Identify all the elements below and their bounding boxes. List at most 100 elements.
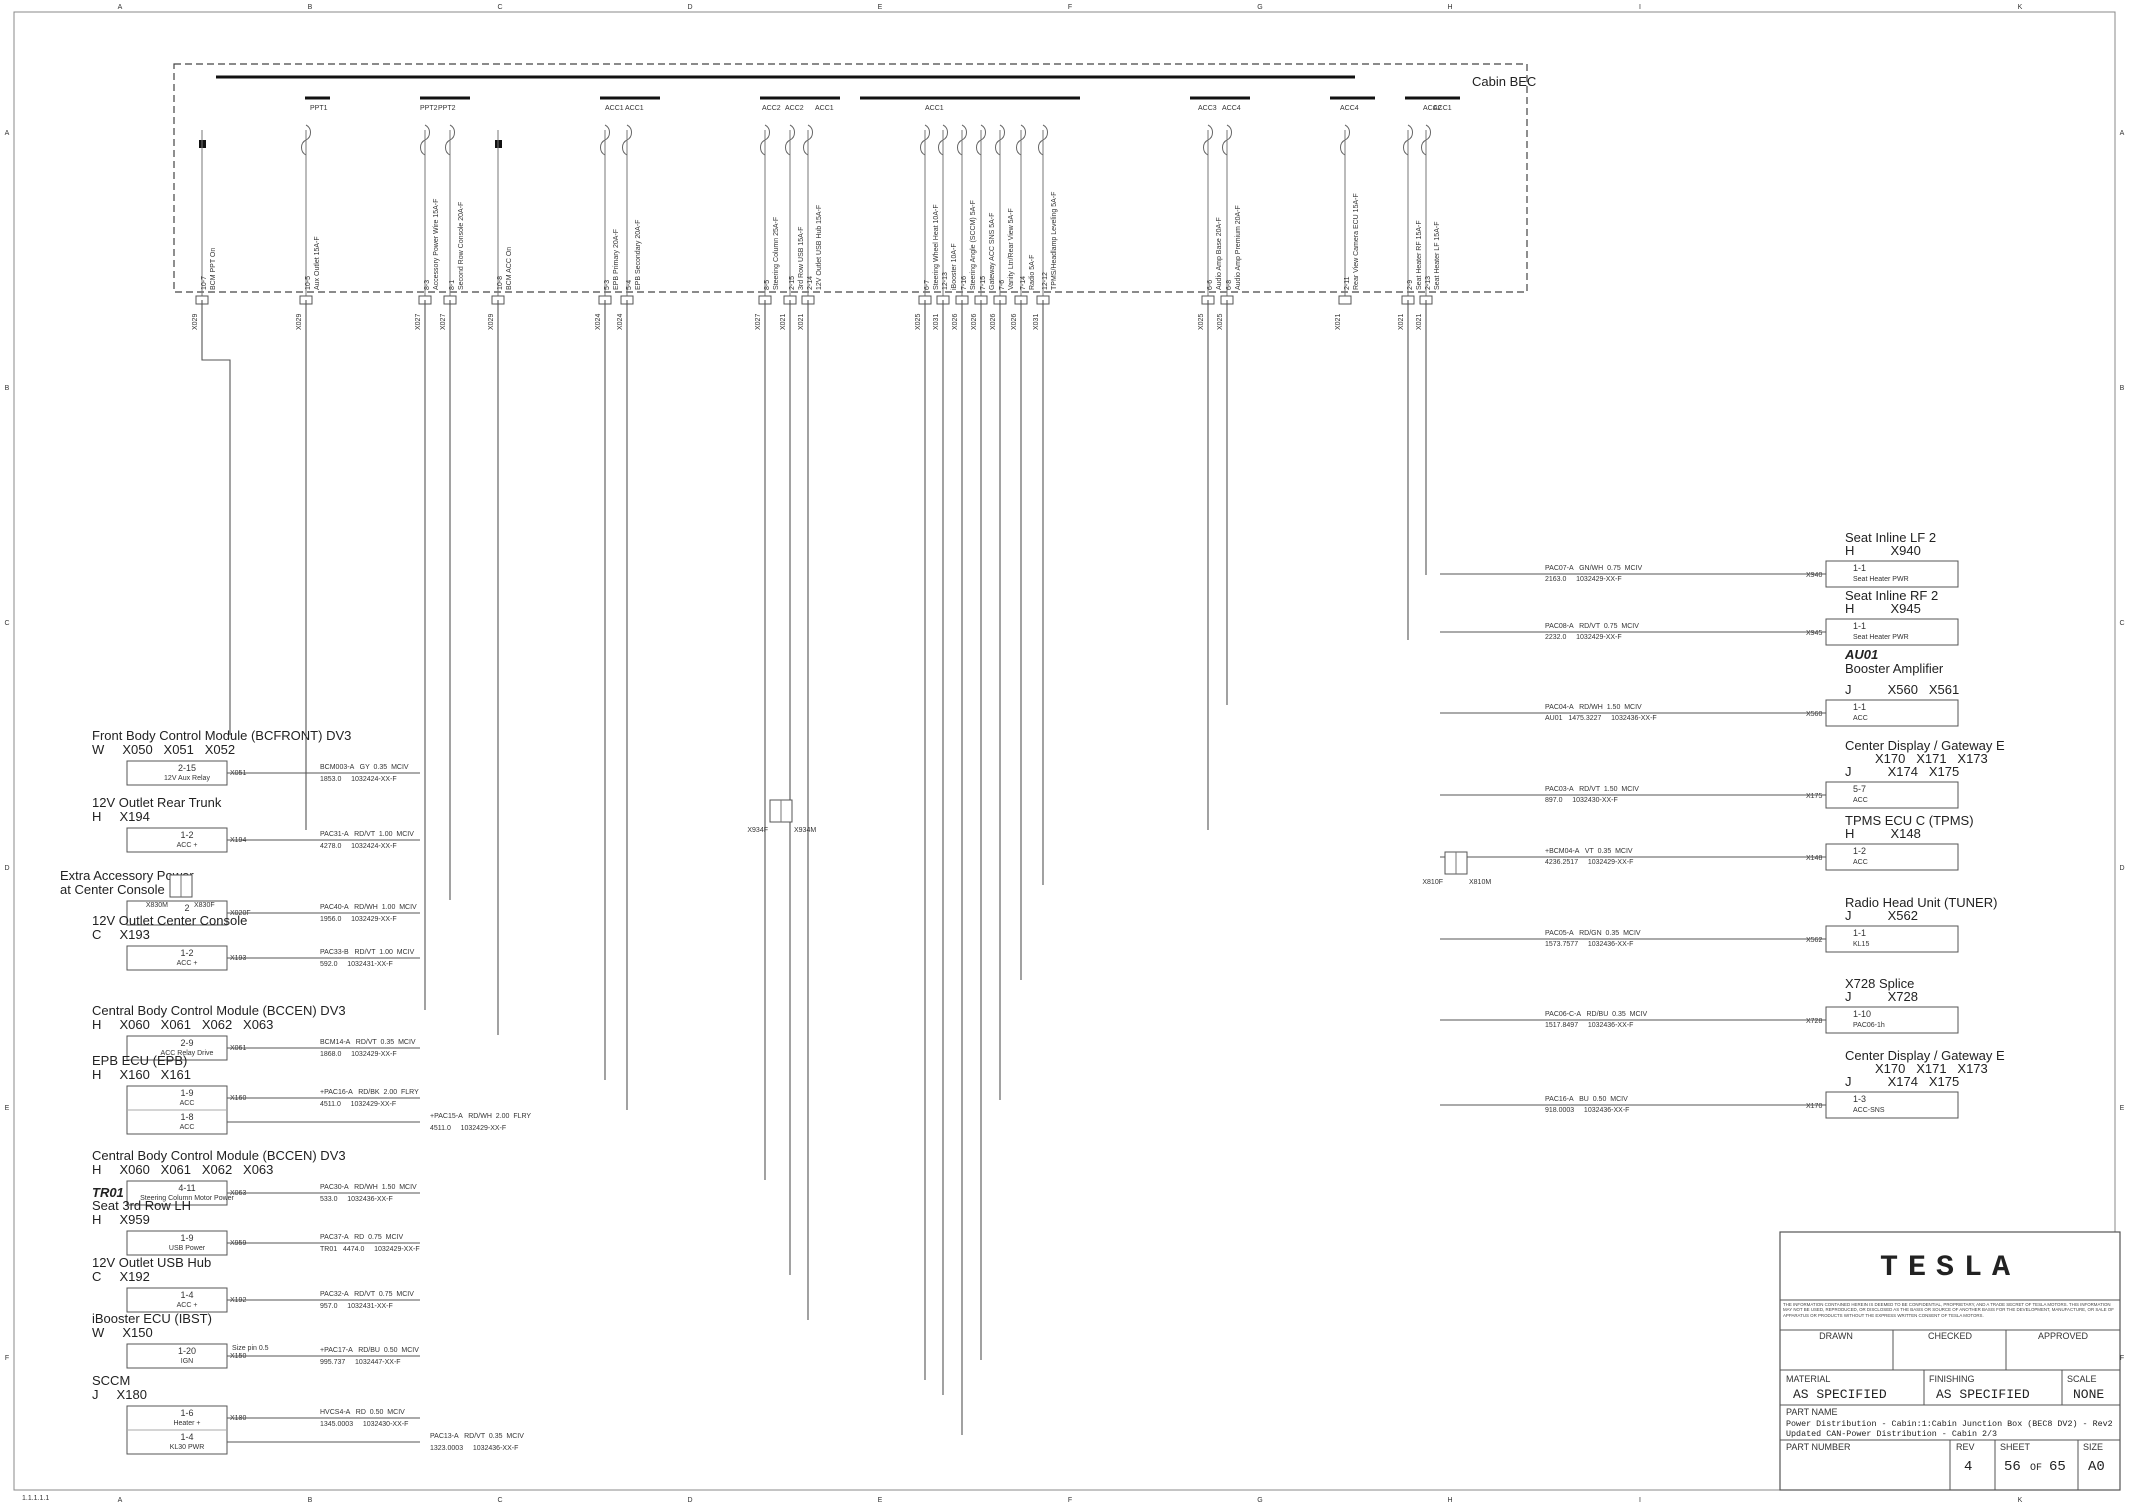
bus-label: ACC4 bbox=[1222, 105, 1241, 112]
drawn-label: DRAWN bbox=[1819, 1331, 1853, 1341]
border-row-label: C bbox=[2119, 620, 2124, 627]
component-title: Booster Amplifier bbox=[1845, 661, 1944, 676]
fuse-connector-code: X021 bbox=[798, 314, 805, 330]
pin-label: USB Power bbox=[169, 1245, 206, 1252]
wire-spec: BCM14-A RD/VT 0.35 MCIV bbox=[320, 1039, 416, 1046]
component-code: TR01 bbox=[92, 1185, 124, 1200]
border-col-label: E bbox=[878, 4, 883, 11]
connector-code: X728 bbox=[1806, 1018, 1822, 1025]
border-row-label: E bbox=[5, 1105, 10, 1112]
part-number-label: PART NUMBER bbox=[1786, 1442, 1851, 1452]
border-row-label: F bbox=[2120, 1355, 2124, 1362]
border-row-label: A bbox=[5, 130, 10, 137]
border-col-label: F bbox=[1068, 1497, 1072, 1504]
pin-number: 1-1 bbox=[1853, 928, 1866, 938]
fuse-connector-code: X021 bbox=[1335, 314, 1342, 330]
component-connectors: J X562 bbox=[1845, 908, 1918, 923]
fuse-id: 6-8 bbox=[1226, 280, 1233, 290]
pin-label: ACC bbox=[1853, 715, 1868, 722]
component-title: X728 Splice bbox=[1845, 976, 1914, 991]
wire-length: 1853.0 1032424-XX-F bbox=[320, 776, 397, 783]
pin-label: ACC + bbox=[177, 842, 198, 849]
component-title: Front Body Control Module (BCFRONT) DV3 bbox=[92, 728, 351, 743]
fuse-id: 10-7 bbox=[201, 276, 208, 290]
wire-spec: PAC32-A RD/VT 0.75 MCIV bbox=[320, 1291, 414, 1298]
rev-value: 4 bbox=[1964, 1459, 1972, 1475]
wire-spec: PAC04-A RD/WH 1.50 MCIV bbox=[1545, 704, 1642, 711]
bus-label: ACC1 bbox=[815, 105, 834, 112]
fuse-name: Audio Amp Premium 20A-F bbox=[1235, 205, 1242, 290]
approved-label: APPROVED bbox=[2038, 1331, 2089, 1341]
rev-label: REV bbox=[1956, 1442, 1975, 1452]
pin-number: 2-15 bbox=[178, 763, 196, 773]
wire-spec: BCM003-A GY 0.35 MCIV bbox=[320, 764, 409, 771]
fuse-connector-code: X029 bbox=[488, 314, 495, 330]
fuse-id: 8-1 bbox=[449, 280, 456, 290]
wire-spec: +BCM04-A VT 0.35 MCIV bbox=[1545, 848, 1633, 855]
splice-label: X810F bbox=[1422, 879, 1443, 886]
wire-run bbox=[201, 300, 231, 735]
wire-spec: +PAC16-A RD/BK 2.00 FLRY bbox=[320, 1089, 419, 1096]
fuse-id: 8-5 bbox=[764, 280, 771, 290]
pin-label: IGN bbox=[181, 1358, 193, 1365]
border-col-label: B bbox=[308, 1497, 313, 1504]
component-title: Seat 3rd Row LH bbox=[92, 1198, 191, 1213]
fuse-name: EPB Primary 20A-F bbox=[613, 229, 620, 290]
fuse-name: Seat Heater LF 15A-F bbox=[1434, 222, 1441, 290]
wire-length: 1573.7577 1032436-XX-F bbox=[1545, 941, 1633, 948]
connector-code: X945 bbox=[1806, 630, 1822, 637]
component-connectors: H X945 bbox=[1845, 601, 1921, 616]
border-col-label: K bbox=[2018, 1497, 2023, 1504]
fuse-name: Accessory Power Wire 15A-F bbox=[433, 199, 440, 290]
wire-length: AU01 1475.3227 1032436-XX-F bbox=[1545, 715, 1657, 722]
fuse-id: 10-5 bbox=[305, 276, 312, 290]
part-name-2: Updated CAN-Power Distribution - Cabin 2… bbox=[1786, 1429, 1997, 1439]
footer-note: 1.1.1.1.1 bbox=[22, 1495, 49, 1502]
component-title: Center Display / Gateway E bbox=[1845, 1048, 2005, 1063]
pin-label: ACC bbox=[1853, 797, 1868, 804]
component-title: 12V Outlet USB Hub bbox=[92, 1255, 211, 1270]
left-component-9: iBooster ECU (IBST)W X1501-20IGNX150Size… bbox=[92, 1311, 420, 1369]
component-connectors: J X560 X561 bbox=[1845, 682, 1959, 697]
bus-label: ACC3 bbox=[1198, 105, 1217, 112]
splice-label-2: X830F bbox=[194, 902, 215, 909]
fuse-name: Rear View Camera ECU 15A-F bbox=[1353, 193, 1360, 290]
pin-label: Seat Heater PWR bbox=[1853, 576, 1909, 583]
fuse-connector-code: X021 bbox=[1416, 314, 1423, 330]
wire-spec: HVCS4-A RD 0.50 MCIV bbox=[320, 1409, 405, 1416]
wire-length: 957.0 1032431-XX-F bbox=[320, 1303, 393, 1310]
border-col-label: D bbox=[687, 1497, 692, 1504]
border-col-label: A bbox=[118, 1497, 123, 1504]
pin-label-b: ACC bbox=[180, 1124, 195, 1131]
part-name: Power Distribution - Cabin:1:Cabin Junct… bbox=[1786, 1419, 2113, 1429]
component-title-2: at Center Console bbox=[60, 882, 165, 897]
splice-label-2: X934M bbox=[794, 827, 816, 834]
component-title: Extra Accessory Power bbox=[60, 868, 194, 883]
border-col-label: H bbox=[1447, 4, 1452, 11]
wire-length: 897.0 1032430-XX-F bbox=[1545, 797, 1618, 804]
fuse-connector-code: X025 bbox=[1217, 314, 1224, 330]
scale-label: SCALE bbox=[2067, 1374, 2097, 1384]
fuse-name: Steering Column 25A-F bbox=[773, 217, 780, 290]
connector-code: X560 bbox=[1806, 711, 1822, 718]
border-col-label: H bbox=[1447, 1497, 1452, 1504]
pin-number: 1-2 bbox=[180, 948, 193, 958]
bus-label: ACC2 bbox=[762, 105, 781, 112]
sheet-total: 65 bbox=[2049, 1459, 2066, 1475]
pin-label: ACC Relay Drive bbox=[161, 1050, 214, 1057]
border-col-label: I bbox=[1639, 4, 1641, 11]
component-connectors: W X050 X051 X052 bbox=[92, 742, 235, 757]
wire-length: 1868.0 1032429-XX-F bbox=[320, 1051, 397, 1058]
confidential-notice: THE INFORMATION CONTAINED HEREIN IS DEEM… bbox=[1783, 1302, 2114, 1318]
fuse-connector-code: X024 bbox=[617, 314, 624, 330]
